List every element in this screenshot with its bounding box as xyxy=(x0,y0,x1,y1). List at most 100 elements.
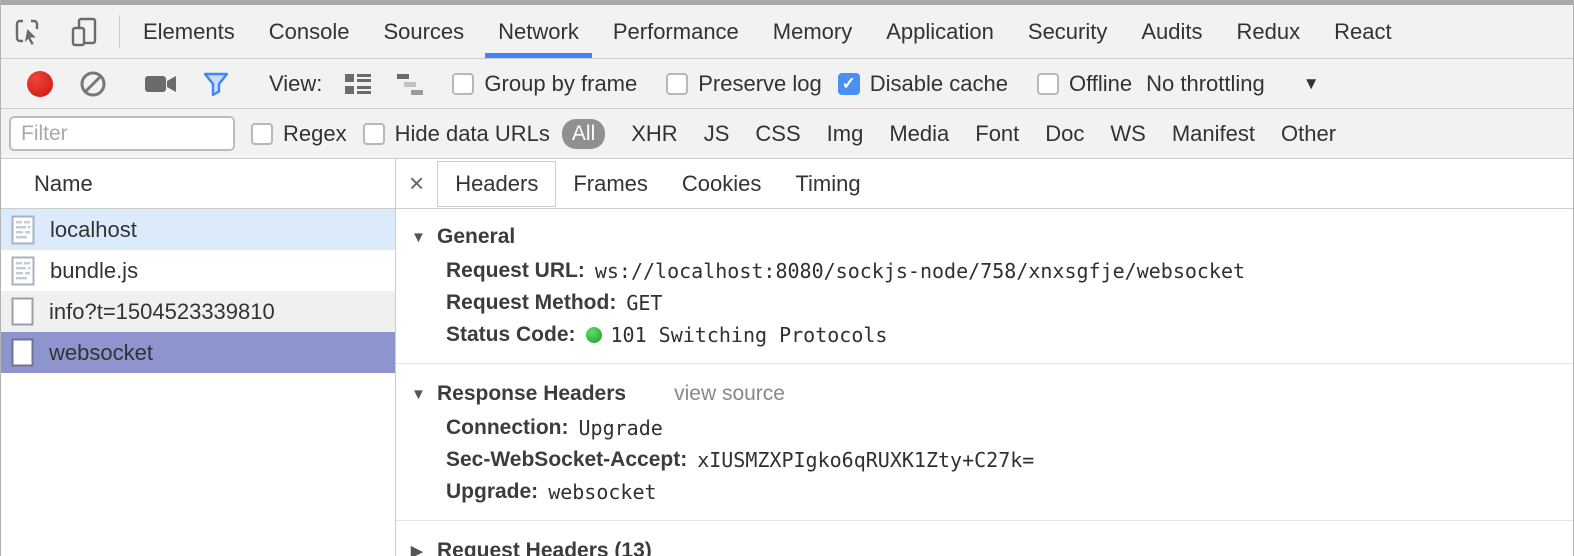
header-row-upgrade: Upgrade: websocket xyxy=(396,476,1573,508)
tab-console[interactable]: Console xyxy=(252,5,367,58)
tab-label: Sources xyxy=(383,18,465,44)
group-by-frame-checkbox[interactable] xyxy=(452,72,475,95)
device-toolbar-icon xyxy=(69,16,101,48)
header-key: Connection: xyxy=(446,416,569,439)
header-value: Upgrade xyxy=(578,416,663,440)
large-rows-icon xyxy=(344,72,372,96)
request-name: localhost xyxy=(50,216,137,242)
request-name: websocket xyxy=(49,339,153,365)
document-icon xyxy=(11,215,35,245)
header-key: Request URL: xyxy=(446,259,585,282)
disclosure-closed-icon: ▶ xyxy=(411,543,423,556)
section-title: Request Headers (13) xyxy=(437,539,652,556)
throttling-dropdown-arrow-icon[interactable]: ▼ xyxy=(1302,73,1320,93)
tab-sources[interactable]: Sources xyxy=(366,5,481,58)
header-value: websocket xyxy=(548,480,657,504)
throttling-select[interactable]: No throttling xyxy=(1146,70,1265,96)
close-icon[interactable]: × xyxy=(409,168,425,198)
hide-data-urls-checkbox[interactable] xyxy=(362,122,385,145)
tab-application[interactable]: Application xyxy=(869,5,1011,58)
plain-file-icon xyxy=(11,297,34,326)
tab-network[interactable]: Network xyxy=(481,5,596,58)
filter-button[interactable] xyxy=(190,70,242,98)
tab-audits[interactable]: Audits xyxy=(1124,5,1219,58)
detail-tab-frames[interactable]: Frames xyxy=(573,170,648,196)
request-list-panel: Name localhost xyxy=(1,159,396,556)
group-by-frame-label: Group by frame xyxy=(484,70,638,96)
request-row-websocket[interactable]: websocket xyxy=(1,332,395,373)
inspect-element-button[interactable] xyxy=(1,5,57,58)
request-details-panel: × Headers Frames Cookies Timing ▼ Genera… xyxy=(396,159,1573,556)
tab-label: Redux xyxy=(1236,18,1301,44)
type-filter-media[interactable]: Media xyxy=(889,120,950,146)
detail-tab-timing[interactable]: Timing xyxy=(795,170,861,196)
tab-elements[interactable]: Elements xyxy=(126,5,252,58)
hide-data-urls-label: Hide data URLs xyxy=(394,120,550,146)
type-filter-xhr[interactable]: XHR xyxy=(631,120,678,146)
type-filter-img[interactable]: Img xyxy=(826,120,864,146)
section-title: Response Headers xyxy=(437,382,627,405)
plain-file-icon xyxy=(11,338,34,367)
record-button[interactable] xyxy=(27,70,53,97)
response-headers-section-header[interactable]: ▼ Response Headers view source xyxy=(396,376,1573,412)
waterfall-icon xyxy=(396,72,424,96)
regex-checkbox[interactable] xyxy=(251,122,273,145)
tab-performance[interactable]: Performance xyxy=(596,5,756,58)
tab-memory[interactable]: Memory xyxy=(756,5,869,58)
waterfall-toggle[interactable] xyxy=(384,72,436,96)
header-row-status-code: Status Code: 101 Switching Protocols xyxy=(396,319,1573,351)
type-filter-font[interactable]: Font xyxy=(975,120,1020,146)
video-camera-icon xyxy=(144,71,178,97)
header-value: GET xyxy=(626,291,663,315)
view-source-link[interactable]: view source xyxy=(674,382,785,405)
request-row-info[interactable]: info?t=1504523339810 xyxy=(1,291,395,332)
type-filter-js[interactable]: JS xyxy=(703,120,730,146)
detail-tab-bar: × Headers Frames Cookies Timing xyxy=(396,159,1573,209)
general-section-header[interactable]: ▼ General xyxy=(396,219,1573,255)
screenshot-capture-button[interactable] xyxy=(132,71,190,97)
type-filter-all[interactable]: All xyxy=(561,118,606,149)
request-headers-section-header[interactable]: ▶ Request Headers (13) xyxy=(396,533,1573,556)
disclosure-open-icon: ▼ xyxy=(411,385,426,403)
type-filter-doc[interactable]: Doc xyxy=(1045,120,1085,146)
detail-tab-cookies[interactable]: Cookies xyxy=(681,170,762,196)
preserve-log-label: Preserve log xyxy=(698,70,822,96)
request-row-bundle[interactable]: bundle.js xyxy=(1,250,395,291)
header-key: Sec-WebSocket-Accept: xyxy=(446,448,688,471)
preserve-log-checkbox[interactable] xyxy=(666,72,689,95)
large-rows-toggle[interactable] xyxy=(332,72,384,96)
request-name: bundle.js xyxy=(50,257,139,283)
tab-label: Console xyxy=(268,18,350,44)
type-filter-ws[interactable]: WS xyxy=(1110,120,1146,146)
clear-button[interactable] xyxy=(67,70,119,98)
type-filter-other[interactable]: Other xyxy=(1281,120,1337,146)
header-row-sec-websocket-accept: Sec-WebSocket-Accept: xIUSMZXPIgko6qRUXK… xyxy=(396,444,1573,476)
status-green-dot-icon xyxy=(585,327,602,343)
section-title: General xyxy=(437,225,516,248)
device-toolbar-button[interactable] xyxy=(57,5,113,58)
type-filter-css[interactable]: CSS xyxy=(755,120,801,146)
clear-icon xyxy=(79,70,107,98)
header-row-request-method: Request Method: GET xyxy=(396,287,1573,319)
tab-security[interactable]: Security xyxy=(1011,5,1124,58)
header-value: ws://localhost:8080/sockjs-node/758/xnxs… xyxy=(594,259,1246,283)
tab-react[interactable]: React xyxy=(1317,5,1408,58)
disable-cache-checkbox[interactable]: ✓ xyxy=(837,72,860,95)
disable-cache-label: Disable cache xyxy=(869,70,1008,96)
header-value: 101 Switching Protocols xyxy=(610,323,888,347)
document-icon xyxy=(11,256,35,286)
type-filter-manifest[interactable]: Manifest xyxy=(1171,120,1256,146)
tab-label: React xyxy=(1334,18,1392,44)
main-tab-bar: Elements Console Sources Network Perform… xyxy=(1,5,1573,59)
offline-checkbox[interactable] xyxy=(1036,72,1059,95)
header-key: Upgrade: xyxy=(446,480,539,503)
detail-tab-headers[interactable]: Headers xyxy=(437,160,557,207)
filter-funnel-icon xyxy=(202,70,230,98)
filter-input[interactable] xyxy=(9,116,235,151)
inspect-cursor-icon xyxy=(14,17,44,47)
tab-label: Performance xyxy=(612,18,739,44)
tab-redux[interactable]: Redux xyxy=(1220,5,1318,58)
name-column-header[interactable]: Name xyxy=(1,159,395,209)
request-row-localhost[interactable]: localhost xyxy=(1,209,395,250)
tab-label: Memory xyxy=(772,18,853,44)
